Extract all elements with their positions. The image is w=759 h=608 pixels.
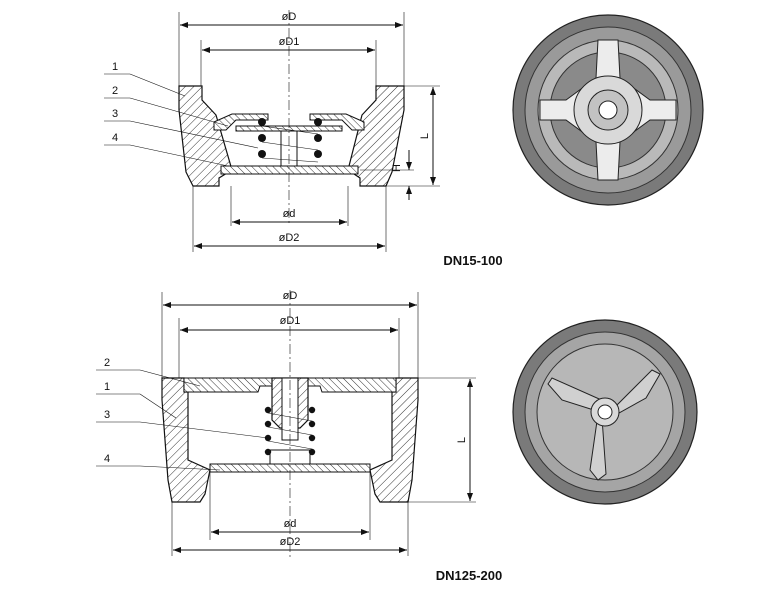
dim-D1-top: øD1 <box>279 36 300 48</box>
callout-bottom-4: 4 <box>104 453 110 465</box>
bottom-plan-view <box>512 319 698 505</box>
dim-d-bottom: ød <box>284 518 297 530</box>
top-section-view <box>104 10 440 252</box>
callout-bottom-2: 2 <box>104 357 110 369</box>
caption-bottom: DN125-200 <box>436 568 503 583</box>
top-plan-view <box>512 14 704 206</box>
dim-L-bottom: L <box>456 437 468 443</box>
callout-top-1: 1 <box>112 61 118 73</box>
callout-top-3: 3 <box>112 108 118 120</box>
dim-D-top: øD <box>282 11 297 23</box>
callout-top-4: 4 <box>112 132 118 144</box>
dim-L-top: L <box>419 133 431 139</box>
dim-D-bottom: øD <box>283 290 298 302</box>
dim-D2-top: øD2 <box>279 232 300 244</box>
callout-top-2: 2 <box>112 85 118 97</box>
callout-bottom-3: 3 <box>104 409 110 421</box>
caption-top: DN15-100 <box>443 253 502 268</box>
dim-d-top: ød <box>283 208 296 220</box>
dim-H-top: H <box>391 164 403 172</box>
spring-coils-top <box>258 118 322 163</box>
bottom-section-view <box>96 290 476 560</box>
callout-bottom-1: 1 <box>104 381 110 393</box>
dim-D2-bottom: øD2 <box>280 536 301 548</box>
spring-coils-bottom <box>264 406 316 456</box>
dim-D1-bottom: øD1 <box>280 315 301 327</box>
